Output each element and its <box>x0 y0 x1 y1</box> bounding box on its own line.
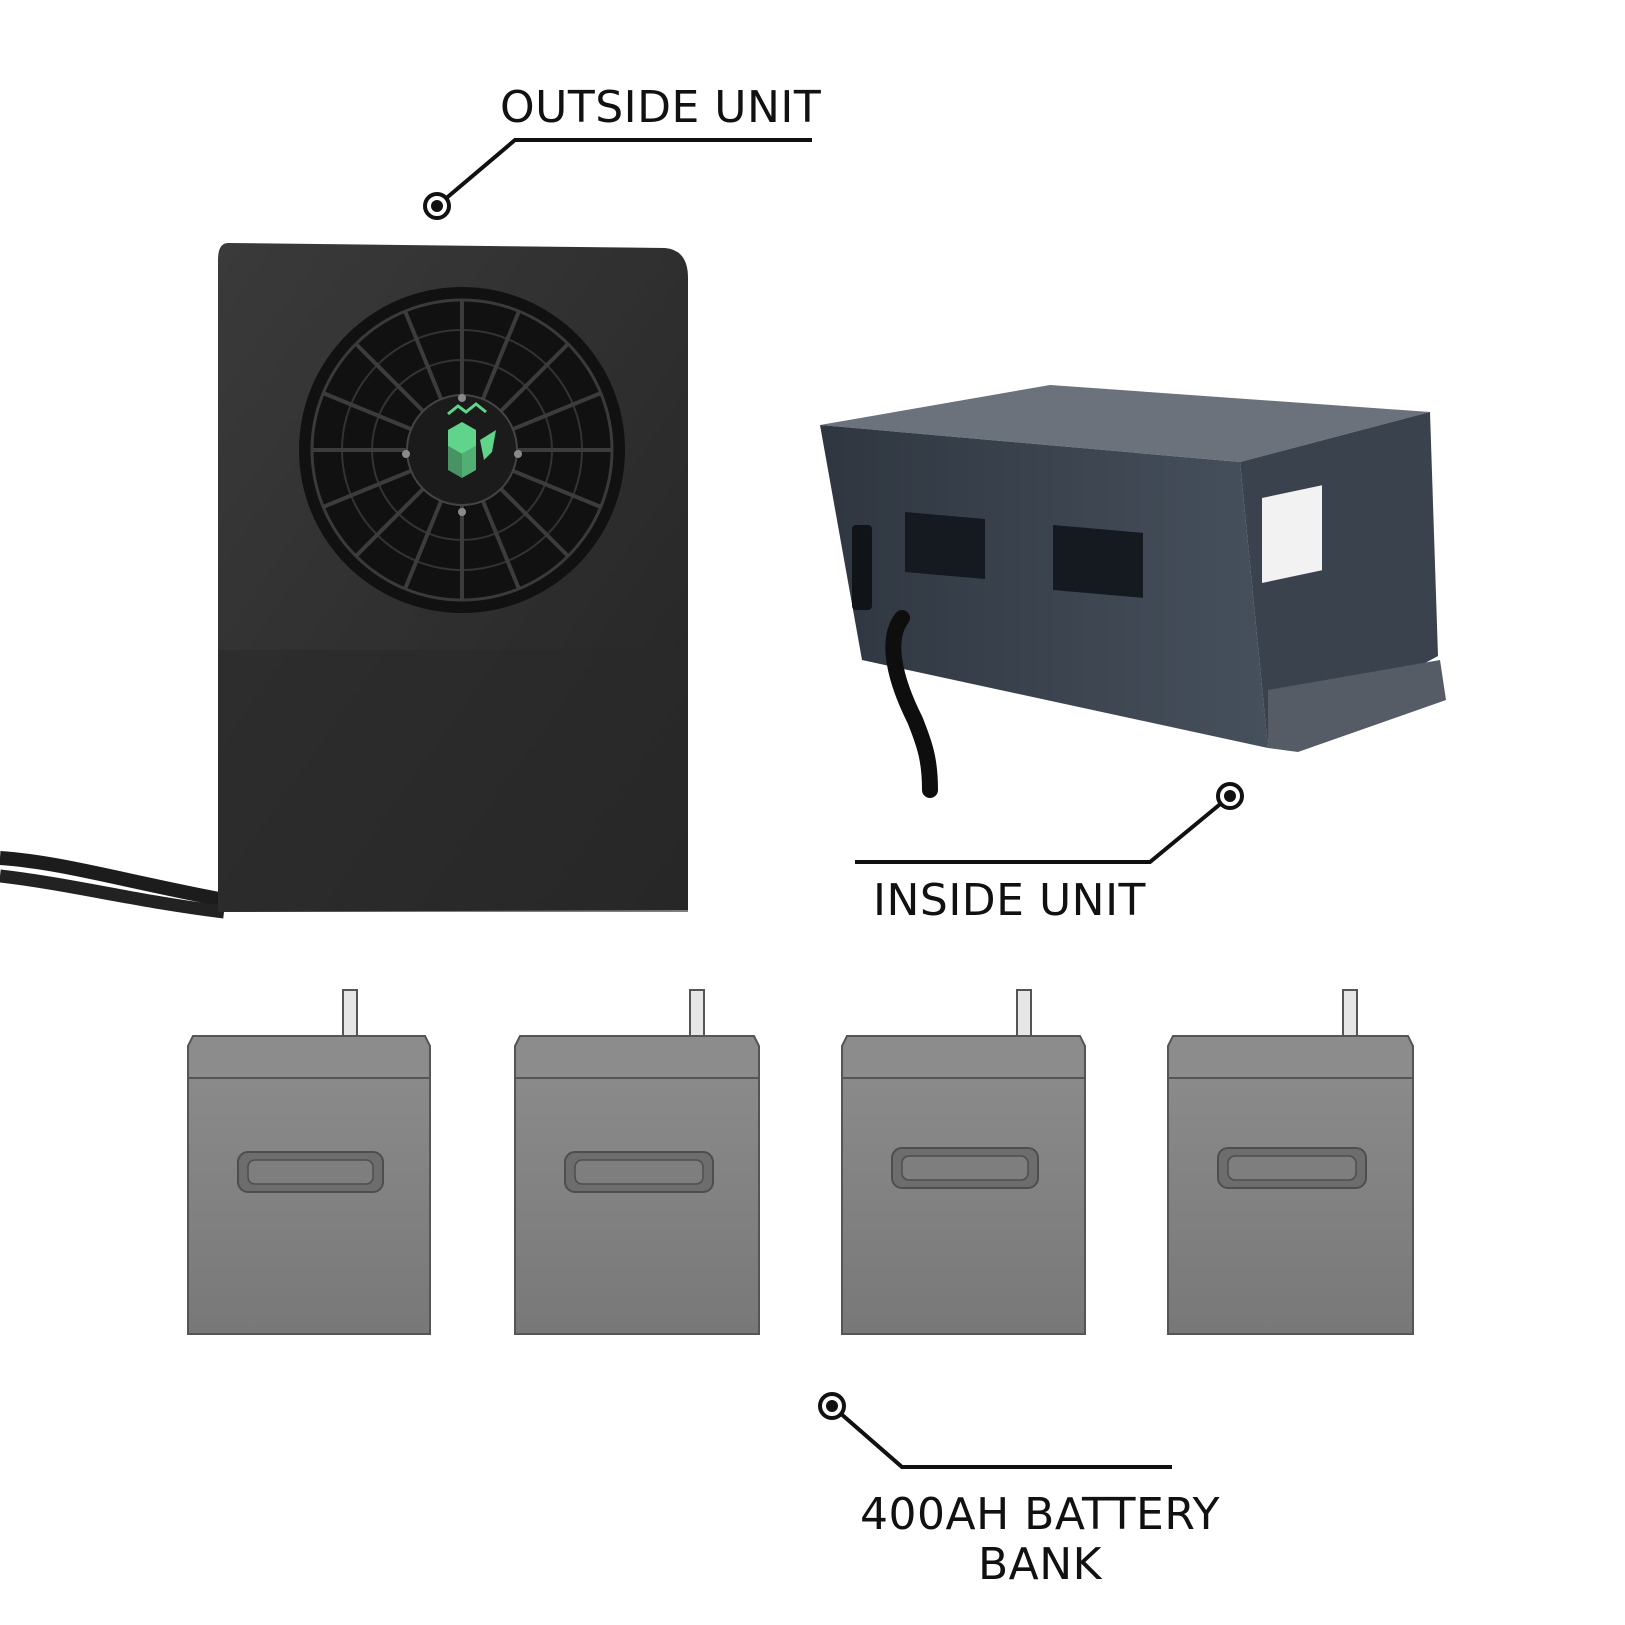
inside-unit-front <box>820 425 1268 748</box>
battery-4 <box>1167 989 1414 1335</box>
callout-inside-unit <box>855 782 1244 864</box>
inside-unit-power-cord <box>885 610 938 798</box>
inside-unit-vent-right <box>1053 525 1143 598</box>
power-switch-icon <box>852 525 872 610</box>
inside-unit <box>820 385 1446 798</box>
fan-screws <box>402 394 522 516</box>
inside-unit-bracket <box>1268 660 1446 752</box>
inside-unit-vent-left <box>905 511 985 579</box>
battery-1 <box>187 989 431 1335</box>
inside-unit-label: INSIDE UNIT <box>873 875 1146 926</box>
battery-bank-label: 400AH BATTERY BANK <box>860 1490 1220 1590</box>
battery-2 <box>514 989 760 1335</box>
outside-unit-lower-band <box>218 650 688 912</box>
fan-assembly <box>299 287 625 613</box>
brand-logo-icon <box>447 402 496 478</box>
battery-3 <box>841 989 1086 1335</box>
battery-bank-label-line2: BANK <box>977 1539 1103 1590</box>
callout-battery-bank <box>818 1392 1172 1469</box>
outside-unit-hoses <box>0 851 226 919</box>
callout-outside-unit <box>423 138 812 220</box>
inside-unit-top <box>820 385 1430 462</box>
inside-unit-spec-sticker <box>1262 485 1322 583</box>
outside-unit <box>0 243 688 919</box>
battery-bank <box>187 989 1414 1335</box>
outside-unit-label: OUTSIDE UNIT <box>500 82 822 133</box>
battery-bank-label-line1: 400AH BATTERY <box>860 1489 1220 1540</box>
